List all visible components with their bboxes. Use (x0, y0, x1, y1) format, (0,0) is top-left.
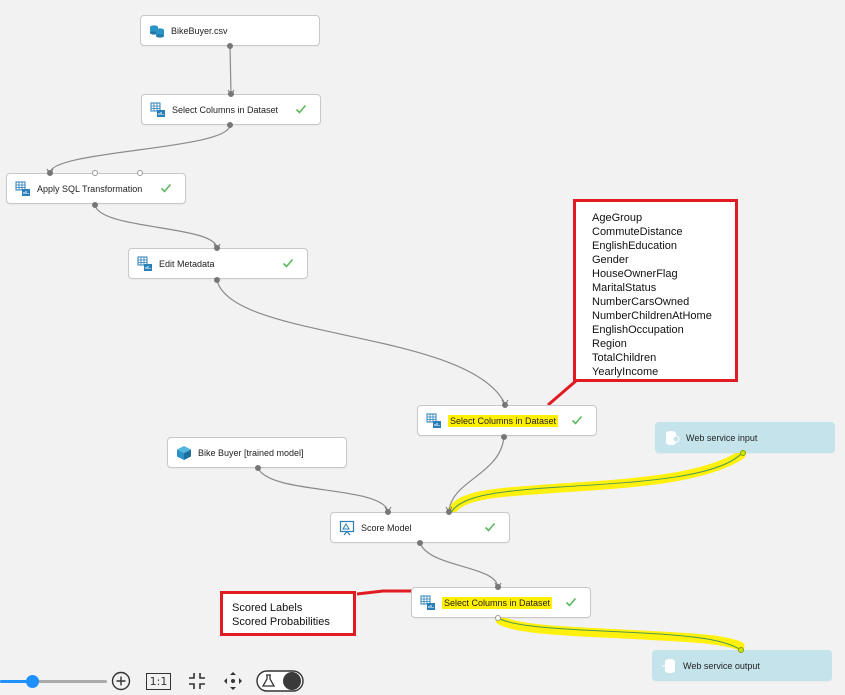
module-select-columns-1[interactable]: Select Columns in Dataset (141, 94, 321, 125)
module-apply-sql[interactable]: Apply SQL Transformation (6, 173, 186, 204)
module-edit-metadata[interactable]: Edit Metadata (128, 248, 308, 279)
zoom-slider-thumb[interactable] (26, 675, 39, 688)
output-port[interactable] (255, 465, 261, 471)
check-icon (565, 597, 577, 607)
module-label: Select Columns in Dataset (172, 104, 279, 115)
input-port[interactable] (214, 245, 220, 251)
actual-size-button[interactable]: 1:1 (145, 670, 172, 692)
module-label: Web service output (683, 660, 760, 671)
zoom-slider-track[interactable] (0, 680, 107, 683)
wire-sql-to-metadata (94, 204, 218, 249)
score-icon (339, 520, 355, 536)
input-port[interactable] (446, 509, 452, 515)
fit-to-screen-icon (189, 673, 205, 689)
wire-csv-to-select1 (229, 45, 232, 95)
callout-connector-output (356, 589, 414, 596)
module-label: Score Model (361, 522, 412, 533)
zoom-slider-fill (0, 680, 32, 683)
column-name: Scored Probabilities (232, 616, 330, 628)
web-service-output-icon (661, 658, 677, 674)
web-service-input-icon (664, 430, 680, 446)
wire-select1-to-sql (49, 124, 231, 174)
column-name: AgeGroup (592, 212, 643, 224)
column-name: TotalChildren (592, 352, 657, 364)
check-icon (282, 258, 294, 268)
module-label: Select Columns in Dataset (448, 414, 559, 427)
actual-size-label: 1:1 (145, 672, 172, 690)
output-port[interactable] (214, 277, 220, 283)
canvas-toolbar: 1:1 (0, 665, 330, 695)
wire-score-to-select3 (419, 542, 499, 588)
column-name: CommuteDistance (592, 226, 683, 238)
column-name: Region (592, 338, 627, 350)
module-label: Apply SQL Transformation (37, 183, 143, 194)
check-icon (295, 104, 307, 114)
experiment-view-toggle[interactable] (256, 670, 304, 692)
module-label: BikeBuyer.csv (171, 25, 228, 36)
column-name: MaritalStatus (592, 282, 657, 294)
table-icon (137, 256, 153, 272)
highlight-wire-output (495, 615, 745, 651)
output-port[interactable] (740, 450, 746, 456)
input-port[interactable] (502, 402, 508, 408)
column-name: HouseOwnerFlag (592, 268, 678, 280)
output-port[interactable] (92, 202, 98, 208)
input-port-unconnected[interactable] (92, 170, 98, 176)
table-icon (420, 595, 436, 611)
wire-wsinput-to-score (448, 451, 744, 518)
table-icon (426, 413, 442, 429)
flask-icon (256, 670, 304, 692)
module-label: Edit Metadata (159, 258, 215, 269)
input-port-unconnected[interactable] (137, 170, 143, 176)
callout-selected-columns: AgeGroup CommuteDistance EnglishEducatio… (573, 199, 738, 382)
highlight-wire-input (444, 450, 746, 524)
check-icon (160, 183, 172, 193)
pan-arrows-icon (224, 672, 242, 690)
pan-button[interactable] (222, 670, 244, 692)
output-port[interactable] (501, 434, 507, 440)
column-name: Gender (592, 254, 629, 266)
module-label: Select Columns in Dataset (442, 596, 553, 609)
module-trained-model[interactable]: Bike Buyer [trained model] (167, 437, 347, 468)
module-select-columns-3[interactable]: Select Columns in Dataset (411, 587, 591, 618)
output-port[interactable] (417, 540, 423, 546)
table-icon (150, 102, 166, 118)
input-port[interactable] (47, 170, 53, 176)
module-score-model[interactable]: Score Model (330, 512, 510, 543)
column-name: NumberChildrenAtHome (592, 310, 712, 322)
wire-select3-to-wsoutput (497, 617, 742, 651)
module-label: Bike Buyer [trained model] (198, 447, 304, 458)
module-label: Web service input (686, 432, 758, 443)
wire-select2-to-score (448, 436, 505, 512)
output-port[interactable] (227, 122, 233, 128)
output-port[interactable] (227, 43, 233, 49)
check-icon (484, 522, 496, 532)
column-name: EnglishOccupation (592, 324, 684, 336)
module-web-service-input[interactable]: Web service input (655, 422, 835, 453)
wire-model-to-score (257, 467, 389, 512)
input-port[interactable] (385, 509, 391, 515)
module-select-columns-2[interactable]: Select Columns in Dataset (417, 405, 597, 436)
fit-to-screen-button[interactable] (186, 670, 208, 692)
input-port[interactable] (738, 647, 744, 653)
output-port[interactable] (495, 615, 501, 621)
module-web-service-output[interactable]: Web service output (652, 650, 832, 681)
input-port[interactable] (228, 91, 234, 97)
input-port[interactable] (495, 584, 501, 590)
wire-metadata-to-select2 (216, 279, 506, 405)
zoom-in-button[interactable] (110, 670, 132, 692)
column-name: YearlyIncome (592, 366, 659, 378)
model-cube-icon (176, 445, 192, 461)
callout-connector-columns (547, 378, 579, 407)
column-name: EnglishEducation (592, 240, 678, 252)
column-name: NumberCarsOwned (592, 296, 690, 308)
column-name: Scored Labels (232, 602, 303, 614)
callout-output-columns: Scored Labels Scored Probabilities (220, 591, 356, 636)
check-icon (571, 415, 583, 425)
module-bikebuyer-csv[interactable]: BikeBuyer.csv (140, 15, 320, 46)
dataset-icon (149, 23, 165, 39)
table-icon (15, 181, 31, 197)
plus-circle-icon (111, 671, 131, 691)
